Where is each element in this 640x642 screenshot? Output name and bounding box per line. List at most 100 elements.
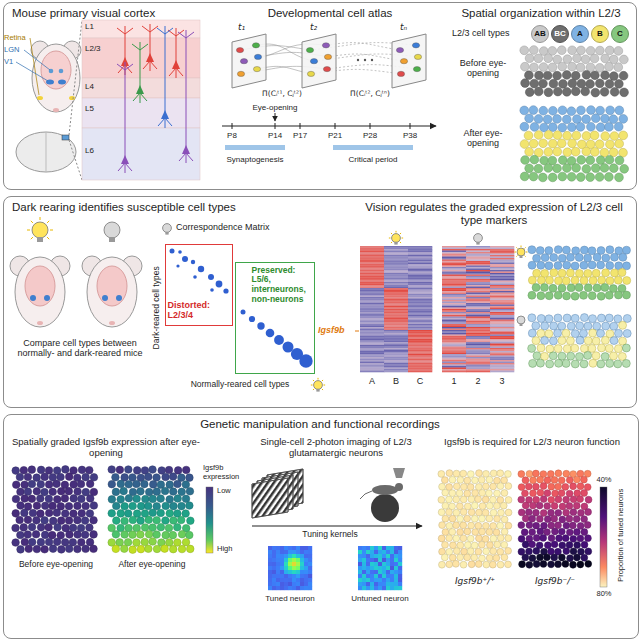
cell <box>591 114 600 123</box>
kernel-pixel <box>362 554 366 558</box>
cell <box>586 173 595 182</box>
kernel-pixel <box>268 562 272 566</box>
cell <box>537 528 544 535</box>
cell <box>539 63 548 72</box>
midline <box>46 132 47 172</box>
cell <box>494 541 501 548</box>
neuron <box>132 42 148 103</box>
cell <box>587 122 596 131</box>
dendrite <box>168 28 184 78</box>
kernel-pixel <box>374 566 378 570</box>
cell <box>580 291 588 299</box>
kernel-pixel <box>382 578 386 582</box>
cell <box>520 46 529 55</box>
cell <box>161 545 169 553</box>
cell <box>145 516 153 524</box>
cell <box>572 164 581 173</box>
cell <box>623 277 631 285</box>
cell-field <box>520 106 629 182</box>
kernel-pixel <box>378 566 382 570</box>
label-text: Igsf9b expression <box>203 464 247 481</box>
kernel-pixel <box>308 566 312 570</box>
cell <box>553 147 562 156</box>
cell <box>588 247 596 255</box>
cell <box>505 483 512 490</box>
kernel-pixel <box>284 546 288 550</box>
cell <box>74 516 82 524</box>
kernel-pixel <box>268 558 272 562</box>
lit-bulb <box>311 378 325 392</box>
cell <box>605 344 613 352</box>
cell <box>20 466 28 474</box>
cell <box>117 510 125 518</box>
cell <box>322 43 329 48</box>
kernel-pixel <box>300 578 304 582</box>
cell <box>620 164 629 173</box>
light-ray <box>31 221 33 223</box>
cell <box>615 139 624 148</box>
kernel-pixel <box>358 574 362 578</box>
kernel-pixel <box>272 570 276 574</box>
kernel-pixel <box>358 566 362 570</box>
cell <box>609 115 618 124</box>
cell <box>456 490 463 497</box>
kernel-pixel <box>394 554 398 558</box>
cell <box>121 531 129 539</box>
cell <box>478 541 485 548</box>
cell <box>53 480 61 488</box>
cell <box>471 542 478 549</box>
cell <box>595 140 604 149</box>
cell-field <box>528 314 632 368</box>
cell <box>108 480 116 488</box>
cell <box>577 46 586 55</box>
socket <box>316 389 319 392</box>
kernel-pixel <box>390 554 394 558</box>
cell <box>533 561 540 568</box>
cell <box>413 67 420 72</box>
kernel-pixel <box>268 586 272 590</box>
kernel-pixel <box>358 586 362 590</box>
cell <box>165 466 173 474</box>
cell <box>575 284 583 292</box>
kernel-pixel <box>296 546 300 550</box>
cell <box>567 284 575 292</box>
cell <box>82 473 90 481</box>
kernel-pixel <box>292 562 296 566</box>
kernel-pixel <box>276 578 280 582</box>
cell <box>562 164 571 173</box>
cell <box>174 510 182 518</box>
cell <box>619 131 628 140</box>
cell <box>149 509 157 517</box>
cell <box>548 496 555 503</box>
cell <box>544 148 553 157</box>
cell <box>585 496 592 503</box>
cell <box>582 70 591 79</box>
label-text: P38 <box>398 131 422 140</box>
cell <box>460 496 467 503</box>
cell <box>471 515 478 522</box>
cell <box>537 329 545 337</box>
label-text: t₁ <box>238 22 254 32</box>
cell <box>593 284 601 292</box>
cell <box>606 140 615 149</box>
cell <box>566 542 573 549</box>
kernel-pixel <box>390 558 394 562</box>
legend-text: C <box>611 29 629 38</box>
cell <box>605 314 613 322</box>
cell <box>571 314 579 322</box>
light-ray <box>31 237 33 239</box>
kernel-pixel <box>284 554 288 558</box>
kernel-pixel <box>292 574 296 578</box>
cell <box>537 292 545 300</box>
kernel-pixel <box>374 562 378 566</box>
leader-line <box>24 50 50 70</box>
cell <box>558 269 566 277</box>
kernel-pixel <box>370 582 374 586</box>
cell <box>86 524 94 532</box>
kernel-pixel <box>370 570 374 574</box>
cell <box>609 164 618 173</box>
cell <box>570 509 577 516</box>
cell <box>121 517 129 525</box>
cell <box>460 470 467 477</box>
heatmap-cell <box>408 371 432 373</box>
